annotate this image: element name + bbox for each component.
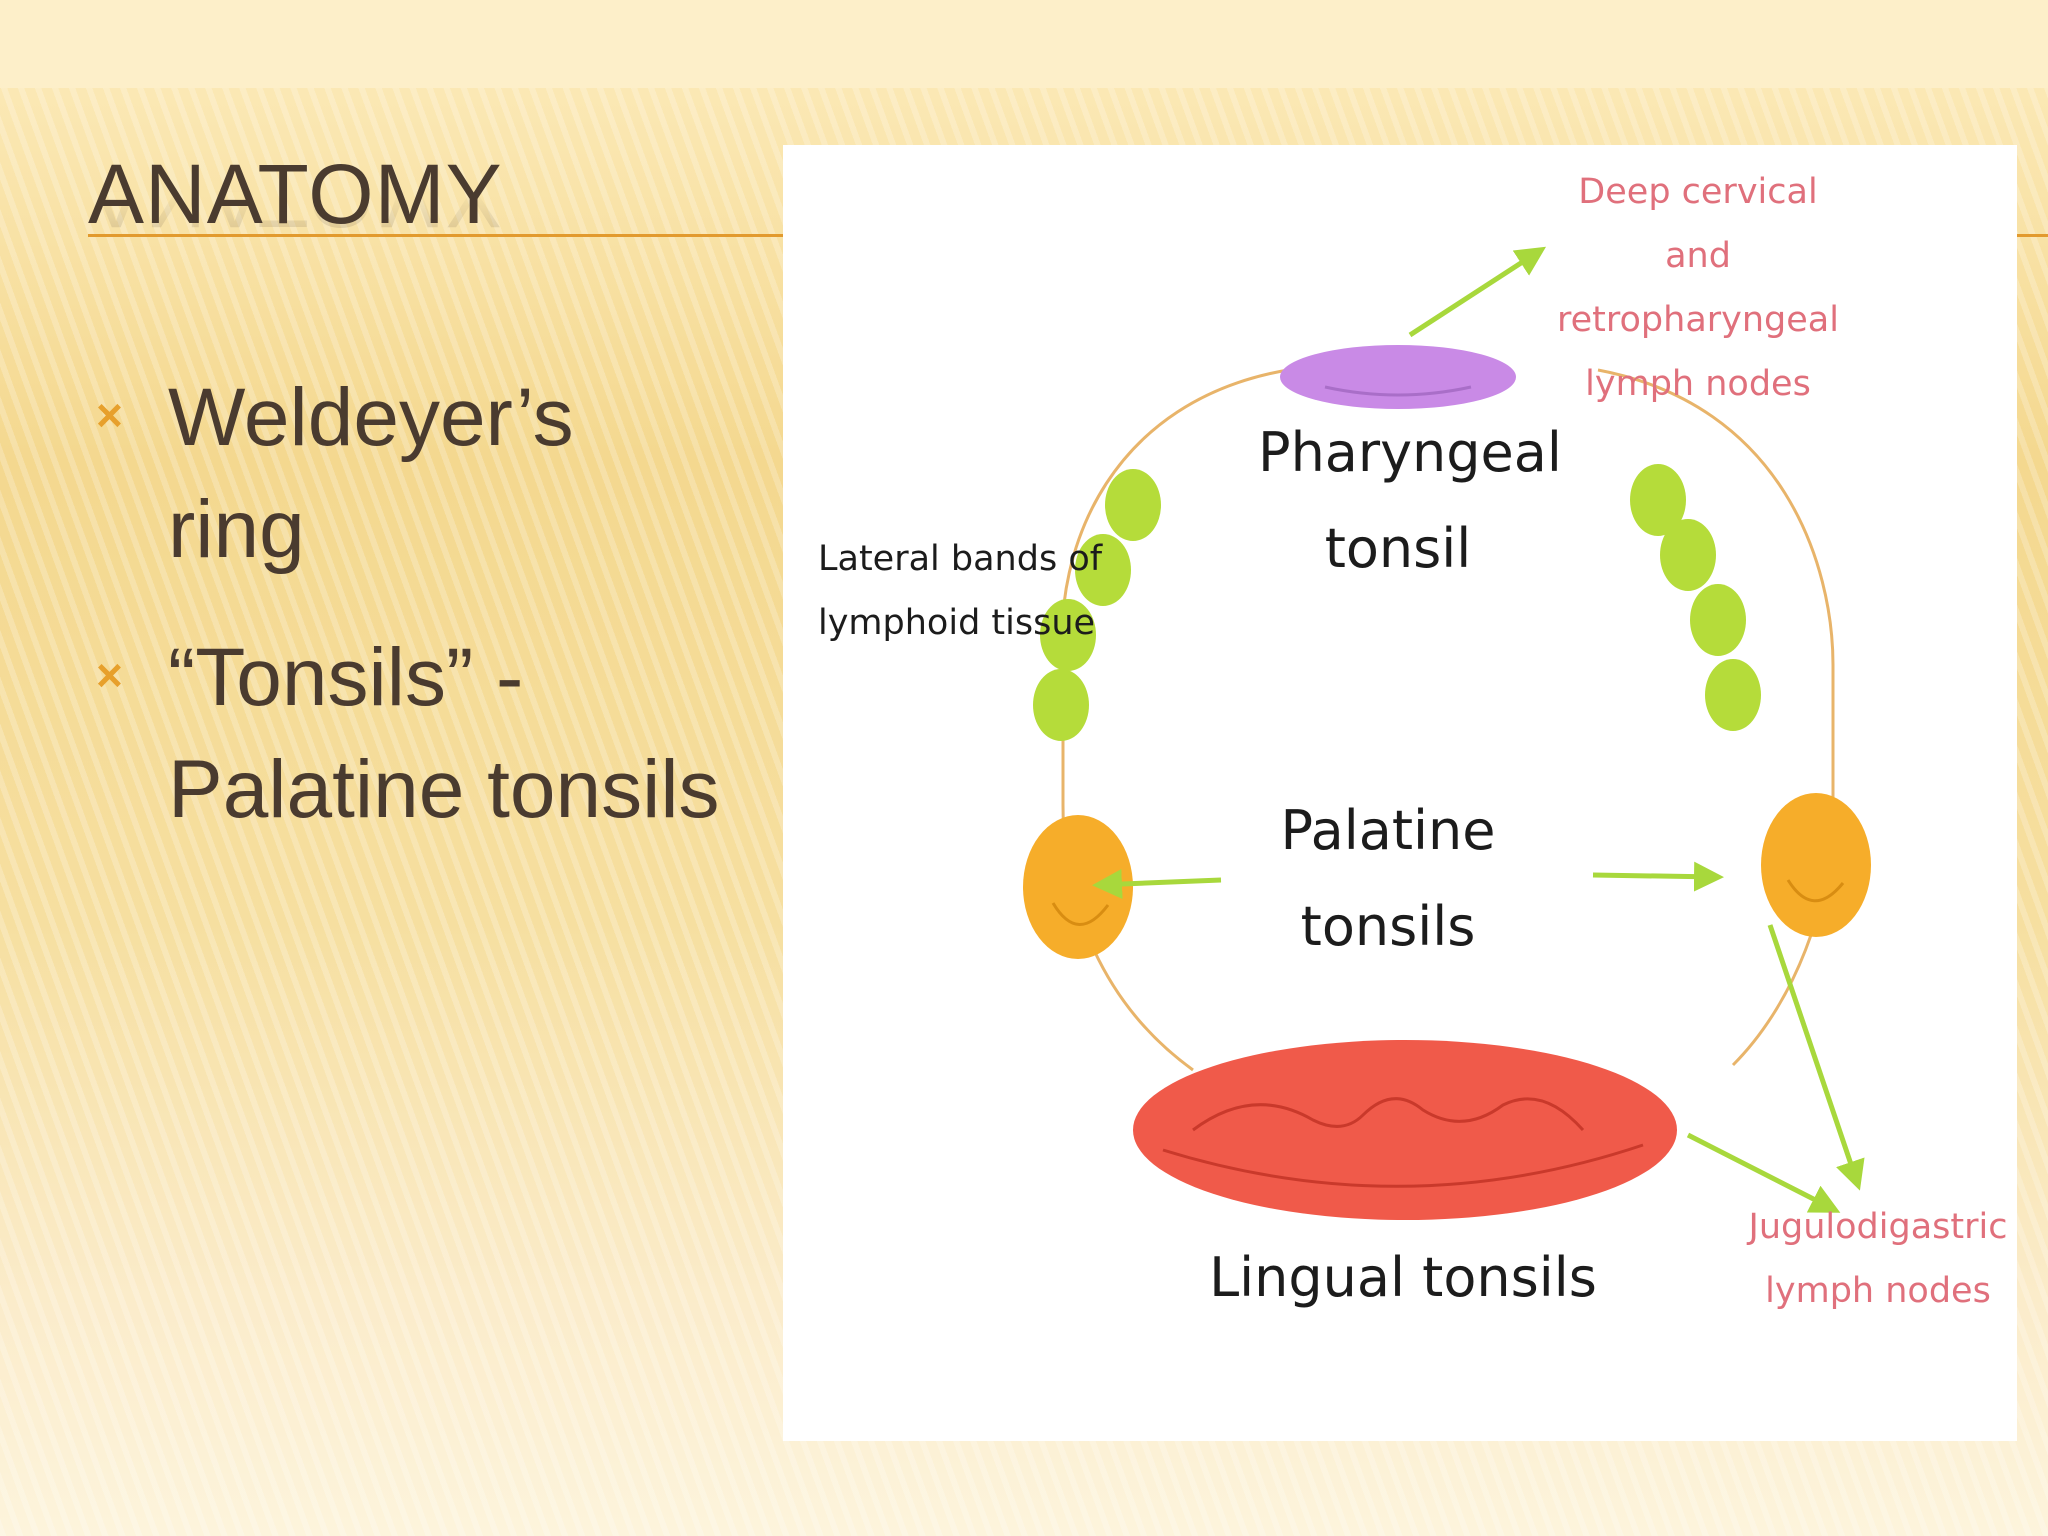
arrow-palatine-to-jugulodigastric [1767,924,1865,1191]
bullet-x-icon: × [96,389,123,441]
lateral-band-node [1033,669,1089,741]
pharyngeal-tonsil-detail [1324,385,1472,397]
arrow-to-left-palatine [1092,869,1222,900]
palatine-tonsil-right-detail [1786,879,1845,903]
lateral-band-node [1690,584,1746,656]
bullet-item: × Weldeyer’s ring [96,362,796,586]
pharyngeal-tonsil-shape [1280,345,1516,409]
palatine-tonsil-right-shape [1761,793,1871,937]
deep-cervical-label: Deep cervical and retropharyngeal lymph … [1557,172,1839,404]
bullet-list: × Weldeyer’s ring × “Tonsils” - Palatine… [96,362,796,882]
jugulodigastric-label: Jugulodigastric lymph nodes [1748,1207,2008,1311]
lateral-band-node [1705,659,1761,731]
bullet-text: “Tonsils” - Palatine tonsils [168,632,720,835]
lingual-tonsil-lower-detail [1162,1143,1644,1188]
lingual-tonsil-detail [1192,1097,1585,1132]
bullet-x-icon: × [96,649,123,701]
arrow-to-right-palatine [1592,861,1724,892]
bullet-text: Weldeyer’s ring [168,372,574,575]
slide-title: ANATOMY [88,147,503,241]
lateral-bands-label: Lateral bands of lymphoid tissue [818,539,1103,643]
bullet-item: × “Tonsils” - Palatine tonsils [96,622,796,846]
lingual-tonsils-label: Lingual tonsils [1209,1246,1597,1309]
slide-title-reflection: ANATOMY [88,151,503,245]
lateral-band-node [1630,464,1686,536]
diagram-graphic [1023,246,1871,1220]
pharyngeal-tonsil-label: Pharyngeal tonsil [1258,421,1562,580]
waldeyer-ring-diagram: Pharyngeal tonsil Palatine tonsils Lingu… [783,145,2017,1441]
lingual-tonsil-shape [1133,1040,1677,1220]
top-band [0,0,2048,88]
lateral-band-node [1105,469,1161,541]
lateral-band-node [1040,599,1096,671]
palatine-tonsils-label: Palatine tonsils [1280,799,1496,958]
arrow-lingual-to-jugulodigastric [1686,1132,1841,1213]
palatine-tonsil-left-detail [1051,902,1110,926]
lateral-band-node [1075,534,1131,606]
arrow-to-deep-cervical [1408,246,1547,338]
lateral-band-node [1660,519,1716,591]
palatine-tonsil-left-shape [1023,815,1133,959]
